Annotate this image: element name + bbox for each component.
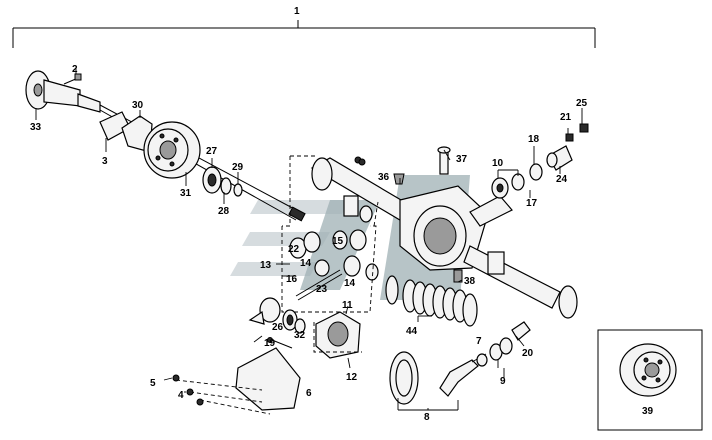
callout-19: 19 [264,338,276,349]
callout-1: 1 [294,6,300,17]
differential-gears [289,205,379,281]
callout-21: 21 [560,112,572,123]
group-outline-13 [281,155,379,313]
vent-tube [437,146,451,175]
pinion-bearings [491,163,543,199]
callout-16: 16 [286,274,298,285]
axle-shaft [25,70,306,222]
callout-6: 6 [306,388,312,399]
callout-4: 4 [178,390,184,401]
callout-24: 24 [556,174,568,185]
callout-2: 2 [72,64,78,75]
diff-cover [175,347,301,415]
ring-gear [389,351,419,405]
callout-30: 30 [132,100,144,111]
wheel-bearing [202,166,243,197]
callout-7: 7 [476,336,482,347]
callout-31: 31 [180,188,192,199]
cover-fasteners [172,374,204,406]
callout-44: 44 [406,326,418,337]
callout-33: 33 [30,122,42,133]
callout-28: 28 [218,206,230,217]
callout-29: 29 [232,162,244,173]
callout-18: 18 [528,134,540,145]
callout-14a: 14 [300,258,312,269]
axle-housing [310,157,578,319]
callout-26: 26 [272,322,284,333]
callout-5: 5 [150,378,156,389]
assembly-bracket [12,20,596,48]
callout-23: 23 [316,284,328,295]
callout-25: 25 [576,98,588,109]
callout-17: 17 [526,198,538,209]
callout-27: 27 [206,146,218,157]
differential-case [313,311,362,359]
callout-22: 22 [288,244,300,255]
callout-14b: 14 [344,278,356,289]
pinion-yoke [546,123,589,171]
callout-37: 37 [456,154,468,165]
housing-bolts [354,156,366,166]
breather-fitting [393,173,405,185]
clutch-plates [385,275,478,327]
callout-38: 38 [464,276,476,287]
cover-bolt [267,337,293,349]
callout-labels: 1 2 3 4 5 6 7 8 9 10 11 12 13 14 14 15 1… [30,6,654,423]
callout-3: 3 [102,156,108,167]
callout-9: 9 [500,376,506,387]
side-bearing [248,297,306,334]
brake-hub [143,121,201,179]
callout-11: 11 [342,300,353,311]
leader-lines [35,68,583,411]
callout-20: 20 [522,348,534,359]
callout-12: 12 [346,372,358,383]
callout-39: 39 [642,406,654,417]
brake-drum-inset [597,329,703,431]
callout-13: 13 [260,260,272,271]
pinion-bearing-cups [476,321,531,367]
callout-8: 8 [424,412,430,423]
callout-10: 10 [492,158,504,169]
wheel-stud [63,73,82,85]
callout-36: 36 [378,172,390,183]
diff-cross-shaft [295,269,343,301]
callout-32: 32 [294,330,306,341]
callout-15: 15 [332,236,344,247]
